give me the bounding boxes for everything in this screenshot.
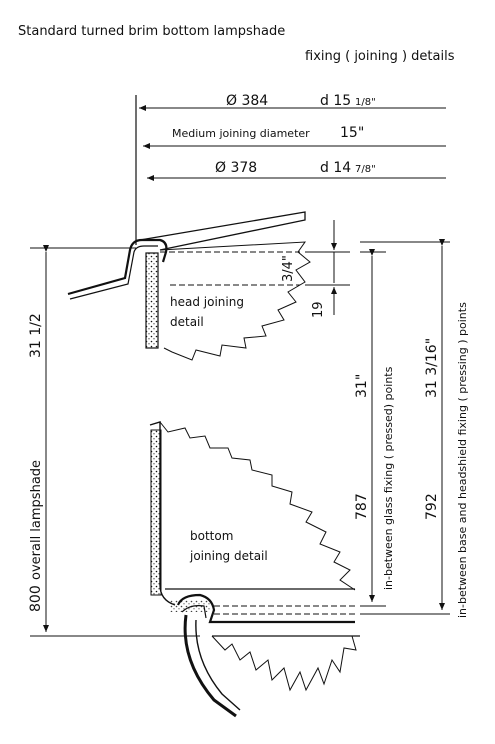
head-joining-label-2: detail <box>170 315 204 329</box>
dim-378-inch: d 14 <box>320 160 351 176</box>
bottom-joining-label-1: bottom <box>190 529 233 543</box>
dim-medium-label: Medium joining diameter <box>172 127 310 140</box>
dim-384-inch: d 15 <box>320 93 351 109</box>
glass-fixing-dimension: 31" 787 in-between glass fixing ( presse… <box>354 249 395 607</box>
glass-label: in-between glass fixing ( pressed) point… <box>382 366 395 590</box>
title-line-1: Standard turned brim bottom lampshade <box>18 24 285 39</box>
dim-19mm: 19 <box>311 301 326 318</box>
dim-378-inch-fraction: 7/8" <box>355 164 376 175</box>
headshield-label: in-between base and headshield fixing ( … <box>456 302 469 618</box>
title-line-2: fixing ( joining ) details <box>305 49 455 64</box>
overall-label: overall lampshade <box>29 460 44 580</box>
glass-inches: 31" <box>354 374 370 398</box>
dim-378-phi: Ø 378 <box>215 160 257 176</box>
head-glass-edge <box>145 252 159 349</box>
bottom-glass-edge <box>150 429 162 596</box>
dim-three-quarter-inch: 3/4" <box>281 255 296 282</box>
bottom-joining-section: bottom joining detail <box>149 421 360 718</box>
overall-dimension: 31 1/2 overall lampshade 800 <box>28 245 200 637</box>
bottom-joining-label-2: joining detail <box>189 549 268 563</box>
overall-mm: 800 <box>28 585 44 612</box>
dim-medium-value: 15" <box>340 125 364 141</box>
dim-384-phi: Ø 384 <box>226 93 268 109</box>
dim-384-inch-fraction: 1/8" <box>355 97 376 108</box>
headshield-fixing-dimension: 31 3/16" 792 in-between base and headshi… <box>360 239 469 618</box>
head-joining-section: 3/4" 19 head joining detail <box>67 211 350 361</box>
headshield-inches: 31 3/16" <box>424 338 440 398</box>
top-diameter-dimensions: Ø 384 d 15 1/8" Medium joining diameter … <box>135 93 446 245</box>
glass-mm: 787 <box>354 493 370 520</box>
headshield-mm: 792 <box>424 493 440 520</box>
overall-inches: 31 1/2 <box>28 313 44 358</box>
head-joining-label-1: head joining <box>170 295 244 309</box>
